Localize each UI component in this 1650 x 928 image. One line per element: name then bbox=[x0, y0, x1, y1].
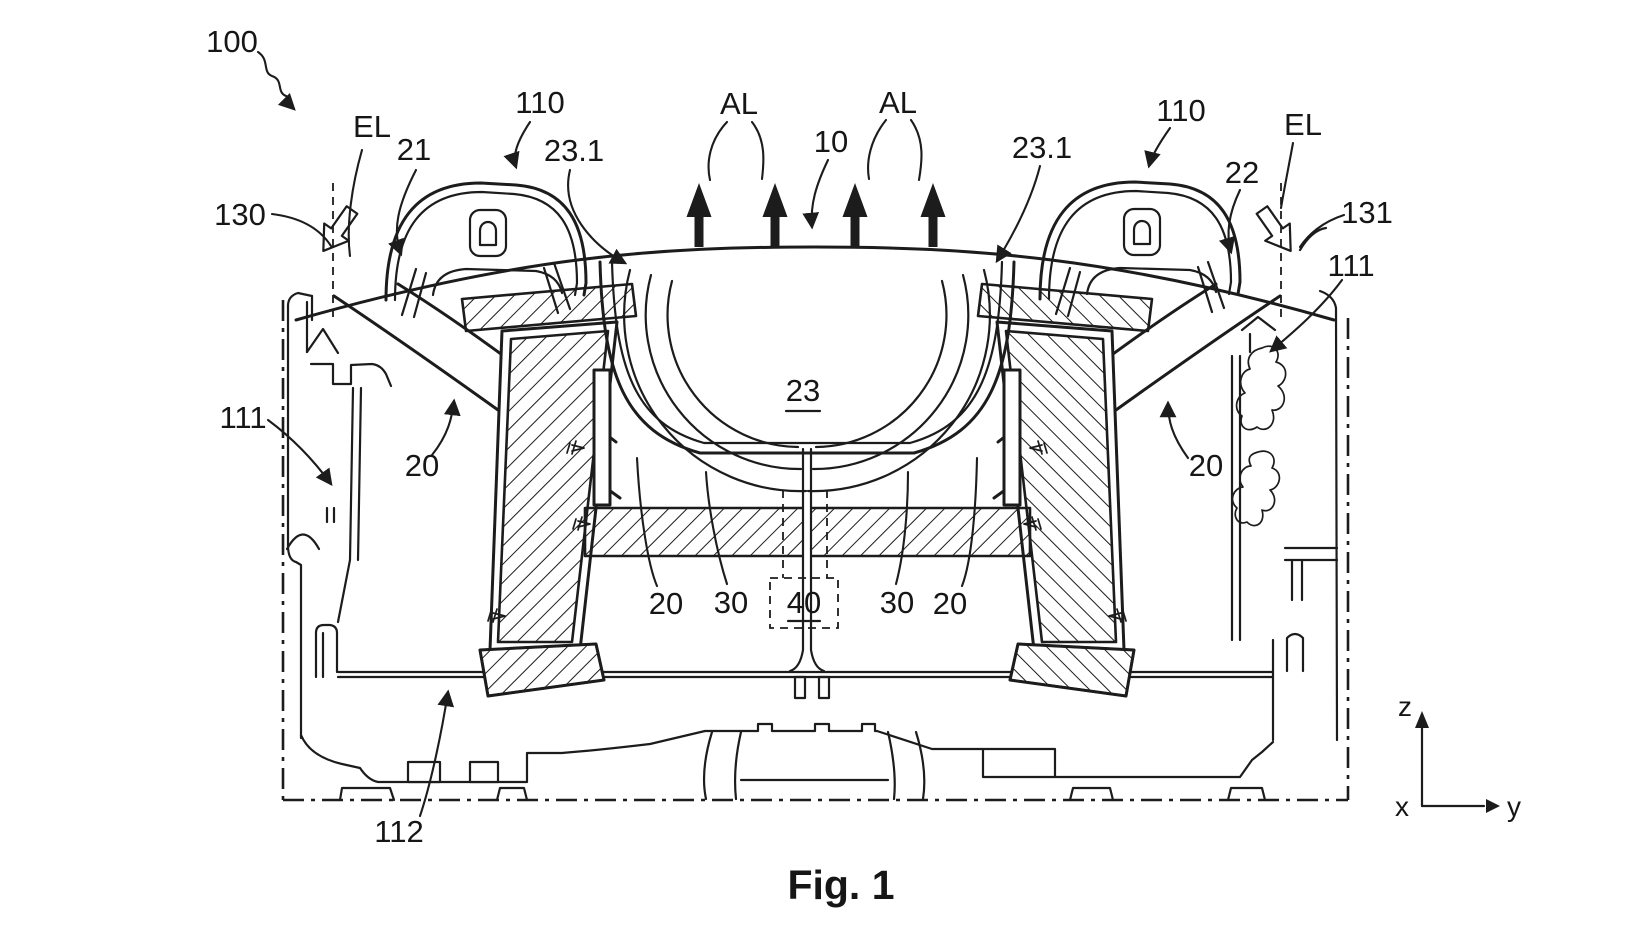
ref-label-al-right: AL bbox=[879, 85, 917, 120]
ref-el-right-leader bbox=[1279, 141, 1295, 210]
ref-label-111-left: 111 bbox=[219, 400, 266, 435]
section-boundary-lines bbox=[281, 300, 1350, 802]
ref-label-30-bottom-left: 30 bbox=[714, 585, 748, 620]
ref-label-20-mid-right: 20 bbox=[1189, 448, 1223, 483]
coordinate-axes: z x y bbox=[1395, 691, 1521, 822]
ref-22-leader bbox=[1218, 188, 1242, 255]
ref-110-right-leader bbox=[1144, 126, 1172, 169]
ref-21-leader bbox=[388, 168, 418, 257]
ref-el-left-leader bbox=[347, 148, 364, 258]
ref-al-left-leader-1 bbox=[707, 120, 729, 182]
axis-label-x: x bbox=[1395, 791, 1409, 822]
ref-20-mid-right-leader bbox=[1159, 400, 1190, 460]
ref-label-131: 131 bbox=[1341, 195, 1393, 230]
ref-label-23-1-right: 23.1 bbox=[1012, 130, 1072, 165]
sound-arrow-1 bbox=[686, 183, 712, 247]
ref-label-10: 10 bbox=[814, 124, 848, 159]
lower-body-pan bbox=[299, 722, 1275, 802]
figure-caption: Fig. 1 bbox=[787, 862, 894, 908]
axis-label-y: y bbox=[1507, 791, 1521, 822]
ref-30-bottom-right-leader bbox=[894, 470, 910, 586]
ref-20-bottom-left-leader bbox=[635, 456, 659, 588]
ref-label-30-bottom-right: 30 bbox=[880, 585, 914, 620]
ref-20-mid-left-leader bbox=[430, 398, 461, 457]
central-chamber bbox=[598, 260, 1016, 455]
ref-label-112: 112 bbox=[374, 814, 423, 849]
ref-111-left-leader bbox=[266, 418, 333, 487]
ref-10-leader bbox=[802, 158, 830, 230]
ref-label-111-right: 111 bbox=[1327, 248, 1374, 283]
z-axis-arrowhead-icon bbox=[1415, 711, 1429, 728]
ref-label-el-left: EL bbox=[353, 109, 391, 144]
ref-label-20-bottom-right: 20 bbox=[933, 586, 967, 621]
ref-al-right-leader-2 bbox=[909, 118, 923, 182]
ref-label-23: 23 bbox=[786, 373, 820, 408]
leader-lines bbox=[256, 50, 1346, 818]
ref-label-21: 21 bbox=[397, 132, 431, 167]
sound-output-arrows bbox=[686, 183, 946, 247]
axis-label-z: z bbox=[1398, 691, 1412, 722]
ref-100-leader bbox=[256, 50, 296, 111]
left-wall bbox=[285, 291, 393, 740]
ref-label-110-left: 110 bbox=[515, 85, 564, 120]
ref-label-el-right: EL bbox=[1284, 107, 1322, 142]
ref-23-1-right-leader bbox=[995, 164, 1042, 264]
ref-23-1-left-leader bbox=[567, 168, 628, 265]
ref-110-left-leader bbox=[503, 120, 532, 170]
bottom-rail bbox=[336, 670, 1275, 700]
magnet-bar bbox=[583, 447, 1032, 673]
sound-arrow-3 bbox=[842, 183, 868, 247]
ref-al-left-leader-2 bbox=[750, 120, 765, 181]
reference-labels: 100 EL 21 110 23.1 AL 10 AL 23.1 110 22 … bbox=[206, 24, 1393, 849]
ref-111-right-leader bbox=[1269, 278, 1344, 353]
ref-label-23-1-left: 23.1 bbox=[544, 133, 604, 168]
y-axis-arrowhead-icon bbox=[1486, 799, 1500, 813]
ref-label-100: 100 bbox=[206, 24, 258, 59]
ref-131-leader bbox=[1298, 213, 1346, 249]
ref-label-20-mid-left: 20 bbox=[405, 448, 439, 483]
right-wall bbox=[1230, 226, 1339, 742]
sound-arrow-4 bbox=[920, 183, 946, 247]
ref-label-110-right: 110 bbox=[1156, 93, 1205, 128]
ref-130-leader bbox=[270, 212, 333, 248]
ref-40-box bbox=[769, 577, 839, 629]
ref-label-20-bottom-left: 20 bbox=[649, 586, 683, 621]
sound-arrow-2 bbox=[762, 183, 788, 247]
cross-section-structure bbox=[281, 180, 1350, 802]
ref-label-130: 130 bbox=[214, 197, 266, 232]
rear-shelf-line bbox=[294, 245, 1336, 322]
ref-112-leader bbox=[418, 689, 455, 818]
ref-label-22: 22 bbox=[1225, 155, 1259, 190]
ref-label-al-left: AL bbox=[720, 86, 758, 121]
ref-label-40: 40 bbox=[787, 585, 821, 620]
ref-20-bottom-right-leader bbox=[960, 456, 979, 588]
ref-al-right-leader-1 bbox=[867, 118, 888, 181]
ref-30-bottom-left-leader bbox=[704, 470, 729, 586]
